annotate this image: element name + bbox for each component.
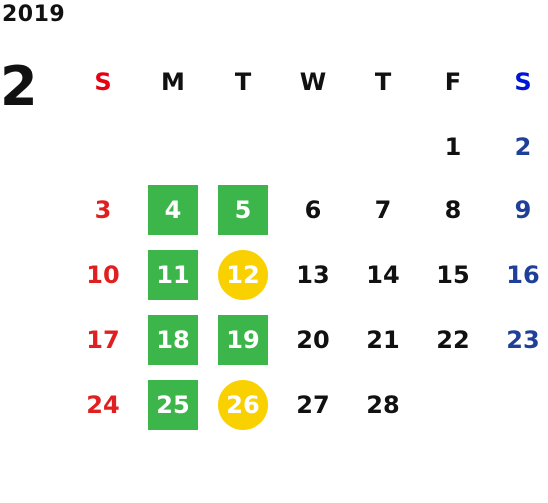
day-cell [348, 117, 418, 177]
day-number: 12 [218, 249, 268, 300]
day-number: 14 [366, 260, 400, 289]
day-cell: 10 [68, 242, 138, 307]
weekday-sunday: S [94, 68, 112, 96]
day-cell: 19 [208, 307, 278, 372]
weekday-friday: F [444, 68, 462, 96]
day-number [148, 122, 198, 172]
day-cell: 28 [348, 372, 418, 437]
day-number [78, 122, 128, 172]
day-number: 25 [148, 379, 198, 430]
day-cell: 16 [488, 242, 548, 307]
day-cell: 9 [488, 177, 548, 242]
day-number: 22 [436, 325, 470, 354]
day-cell [418, 372, 488, 437]
day-cell: 6 [278, 177, 348, 242]
day-number: 6 [304, 195, 322, 224]
day-number [498, 380, 548, 430]
day-cell: 20 [278, 307, 348, 372]
month-number: 2 [0, 55, 38, 118]
day-number: 27 [296, 390, 330, 419]
day-cell: 4 [138, 177, 208, 242]
weekday-thursday: T [374, 68, 392, 96]
day-cell: 12 [208, 242, 278, 307]
day-number: 24 [86, 390, 120, 419]
day-cell [138, 117, 208, 177]
day-cell: 5 [208, 177, 278, 242]
day-number: 21 [366, 325, 400, 354]
day-number: 28 [366, 390, 400, 419]
day-cell [488, 372, 548, 437]
day-cell: 15 [418, 242, 488, 307]
day-cell: 17 [68, 307, 138, 372]
day-cell [68, 117, 138, 177]
day-cell [208, 117, 278, 177]
day-cell: 8 [418, 177, 488, 242]
day-cell: 3 [68, 177, 138, 242]
weekday-saturday: S [514, 68, 532, 96]
day-number: 15 [436, 260, 470, 289]
day-cell: 27 [278, 372, 348, 437]
day-number: 2 [514, 133, 532, 161]
day-cell: 2 [488, 117, 548, 177]
day-number: 16 [506, 260, 540, 289]
day-number: 1 [444, 133, 462, 161]
day-number: 19 [218, 314, 268, 365]
day-cell: 1 [418, 117, 488, 177]
day-number [288, 122, 338, 172]
day-number: 11 [148, 249, 198, 300]
day-cell: 7 [348, 177, 418, 242]
day-cell: 13 [278, 242, 348, 307]
year-label: 2019 [2, 2, 66, 27]
weekday-wednesday: W [299, 68, 327, 96]
day-number: 3 [94, 195, 112, 224]
day-cell [278, 117, 348, 177]
day-number: 18 [148, 314, 198, 365]
day-number: 8 [444, 195, 462, 224]
day-number: 13 [296, 260, 330, 289]
day-cell: 26 [208, 372, 278, 437]
weekday-monday: M [161, 68, 185, 96]
calendar-grid: S M T W T F S 1 2 3 4 5 6 7 8 9 10 11 12… [68, 47, 548, 437]
day-number: 5 [218, 184, 268, 235]
day-number: 10 [86, 260, 120, 289]
day-number: 9 [514, 195, 532, 224]
day-number [218, 122, 268, 172]
day-cell: 25 [138, 372, 208, 437]
day-number: 26 [218, 379, 268, 430]
day-cell: 18 [138, 307, 208, 372]
day-number [428, 380, 478, 430]
day-number [358, 122, 408, 172]
day-cell: 21 [348, 307, 418, 372]
day-cell: 11 [138, 242, 208, 307]
day-cell: 24 [68, 372, 138, 437]
day-cell: 14 [348, 242, 418, 307]
day-cell: 23 [488, 307, 548, 372]
weekday-tuesday: T [234, 68, 252, 96]
day-cell: 22 [418, 307, 488, 372]
day-number: 20 [296, 325, 330, 354]
day-number: 7 [374, 195, 392, 224]
day-number: 4 [148, 184, 198, 235]
day-number: 23 [506, 325, 540, 354]
day-number: 17 [86, 325, 120, 354]
